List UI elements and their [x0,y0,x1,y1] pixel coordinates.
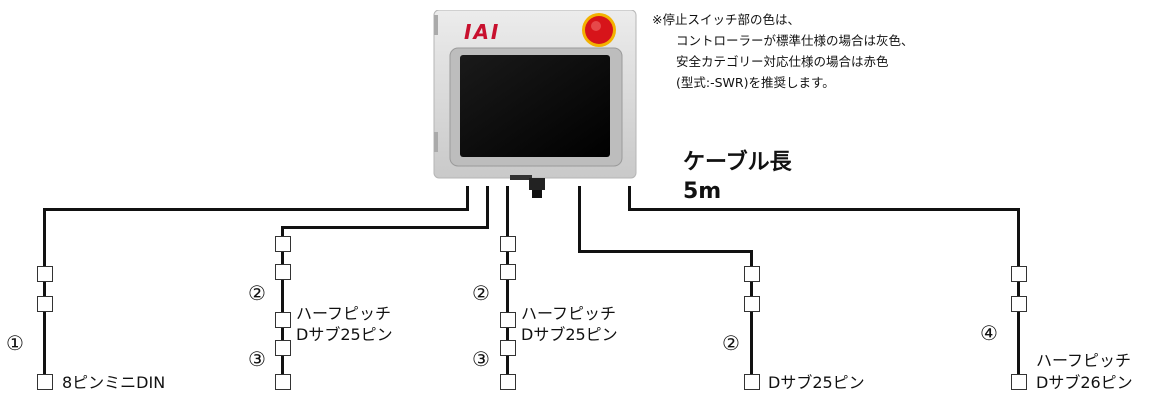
connector-square [37,296,53,312]
connector-square [744,296,760,312]
brand-logo: IAI [464,20,501,44]
branch-1-marker: ① [6,331,24,355]
note-line-2: コントローラーが標準仕様の場合は灰色、 [676,33,914,48]
branch-2-label-line-1: ハーフピッチ [296,304,392,323]
pendant-device-illustration [433,9,637,180]
branch-2-marker-bottom: ③ [248,347,266,371]
branch-2-marker-top: ② [248,281,266,305]
note-line-4: (型式:-SWR)を推奨します。 [676,75,835,90]
connector-square [1011,266,1027,282]
connector-square [275,340,291,356]
stop-button-icon [582,13,616,47]
connector-square [500,312,516,328]
connector-square [275,264,291,280]
connector-square [275,312,291,328]
branch-5-label-line-1: ハーフピッチ [1036,351,1132,370]
pendant-device [430,9,640,180]
branch-1-connector-label: 8ピンミニDIN [62,373,166,392]
note-line-3: 安全カテゴリー対応仕様の場合は赤色 [676,54,889,69]
connector-square [275,374,291,390]
branch-4-marker: ② [722,331,740,355]
branch-3-marker-top: ② [472,281,490,305]
cable-gland [527,178,547,198]
connector-square [500,374,516,390]
branch-3-label-line-2: Dサブ25ピン [521,325,618,344]
connector-square [37,374,53,390]
branch-2-label-line-2: Dサブ25ピン [296,325,393,344]
connector-square [500,264,516,280]
connector-square [37,266,53,282]
connector-square [500,340,516,356]
branch-5-marker: ④ [980,321,998,345]
connector-square [1011,296,1027,312]
note-line-1: ※停止スイッチ部の色は、 [652,12,800,27]
branch-3-marker-bottom: ③ [472,347,490,371]
connector-square [275,236,291,252]
connector-square [744,266,760,282]
branch-5-label-line-2: Dサブ26ピン [1036,373,1133,392]
cable-length-value: 5m [683,179,722,204]
connector-square [744,374,760,390]
connector-square [1011,374,1027,390]
cable-length-title: ケーブル長 [683,150,792,175]
connector-square [500,236,516,252]
branch-3-label-line-1: ハーフピッチ [521,304,617,323]
cable-length: ケーブル長 5m [683,148,792,206]
branch-4-connector-label: Dサブ25ピン [768,373,865,392]
stop-switch-note: ※停止スイッチ部の色は、 コントローラーが標準仕様の場合は灰色、 安全カテゴリー… [652,9,914,93]
emergency-stop-button[interactable] [581,12,617,48]
